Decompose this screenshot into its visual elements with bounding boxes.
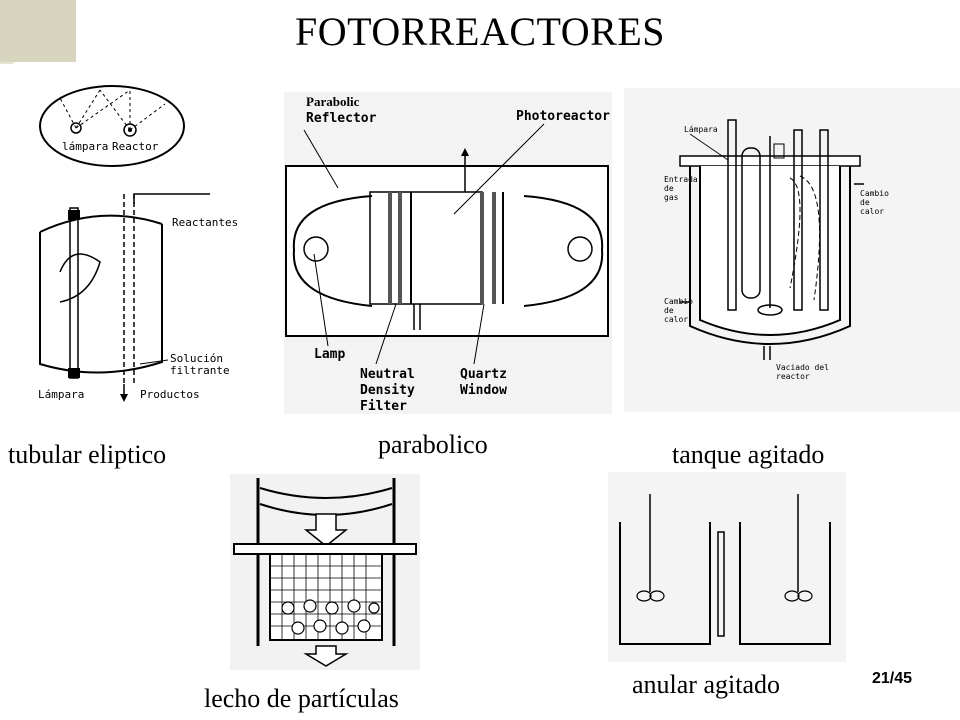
label-cambio-l-1: Cambio [664, 297, 693, 306]
label-density: Density [360, 383, 415, 398]
label-window: Window [460, 383, 507, 398]
label-filter: Filter [360, 399, 407, 414]
caption-tank: tanque agitado [672, 440, 825, 469]
label-lamp: Lamp [314, 347, 345, 362]
label-reactor-top: Reactor [112, 140, 159, 153]
caption-annular: anular agitado [632, 670, 780, 699]
label-cambio-l-3: calor [664, 315, 688, 324]
tubular-reactor-diagram: lámpara Reactor Reactantes Solución filt… [0, 64, 272, 420]
label-cambio-r-1: Cambio [860, 189, 889, 198]
label-entrada-3: gas [664, 193, 679, 202]
label-filtrante: filtrante [170, 364, 230, 377]
label-cambio-r-2: de [860, 198, 870, 207]
label-reflector: Reflector [306, 111, 377, 126]
caption-parabolic: parabolico [378, 430, 488, 459]
label-cambio-l-2: de [664, 306, 674, 315]
label-quartz: Quartz [460, 367, 507, 382]
label-neutral: Neutral [360, 367, 415, 382]
label-productos: Productos [140, 388, 200, 401]
parabolic-reactor-diagram: Parabolic Reflector Photoreactor Lamp Ne… [284, 92, 612, 414]
label-parabolic: Parabolic [306, 94, 360, 109]
label-reactantes: Reactantes [172, 216, 238, 229]
annular-stirred-diagram [608, 472, 846, 662]
label-photoreactor: Photoreactor [516, 109, 610, 124]
page-number: 21/45 [872, 670, 913, 687]
label-solucion: Solución [170, 352, 223, 365]
label-lampara-top: lámpara [62, 140, 108, 153]
label-cambio-r-3: calor [860, 207, 884, 216]
label-entrada-1: Entrada [664, 175, 698, 184]
caption-tubular: tubular eliptico [8, 440, 167, 469]
label-vaciado-1: Vaciado del [776, 363, 829, 372]
slide-title: FOTORREACTORES [294, 9, 666, 54]
corner-decoration [0, 0, 76, 62]
label-vaciado-2: reactor [776, 372, 810, 381]
label-lampara-tank: Lámpara [684, 125, 718, 134]
label-entrada-2: de [664, 184, 674, 193]
caption-bed: lecho de partículas [204, 684, 399, 713]
stirred-tank-diagram: Lámpara Entrada de gas Cambio de calor C… [624, 88, 960, 412]
particle-bed-diagram [230, 474, 420, 670]
label-lampara-bottom: Lámpara [38, 388, 84, 401]
